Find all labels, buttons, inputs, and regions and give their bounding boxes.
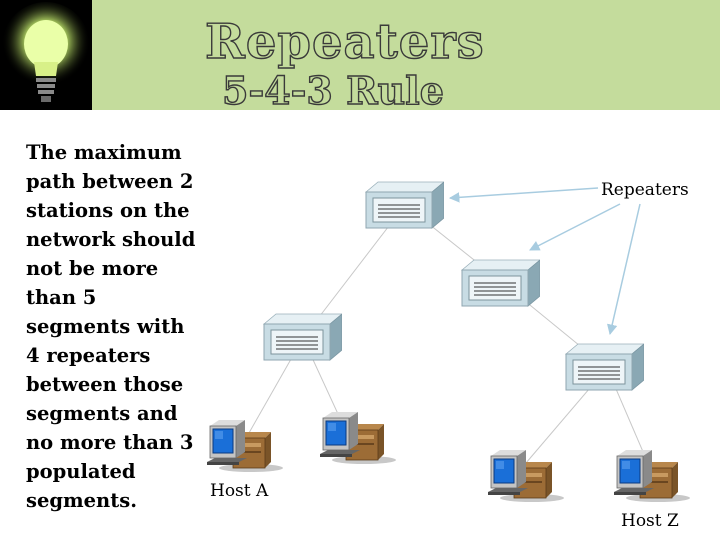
body-text: The maximum path between 2 stations on t…: [26, 141, 196, 512]
computer-icon: [319, 411, 397, 464]
computer-icon: [613, 449, 691, 502]
repeater-icon: [461, 259, 540, 307]
computer-icon: [206, 419, 284, 472]
repeater-icon: [263, 313, 342, 361]
host-a-label: Host A: [210, 481, 269, 501]
repeaters-label: Repeaters: [601, 180, 689, 200]
slide-header: [0, 0, 720, 110]
slide-subtitle: 5-4-3 Rule: [221, 67, 444, 113]
repeater-icon: [365, 181, 444, 229]
host-z-label: Host Z: [621, 511, 679, 531]
computer-icon: [487, 449, 565, 502]
slide-title: Repeaters: [204, 13, 485, 70]
repeater-icon: [565, 343, 644, 391]
repeater-arrows: [448, 187, 641, 336]
lightbulb-icon: [0, 0, 92, 110]
